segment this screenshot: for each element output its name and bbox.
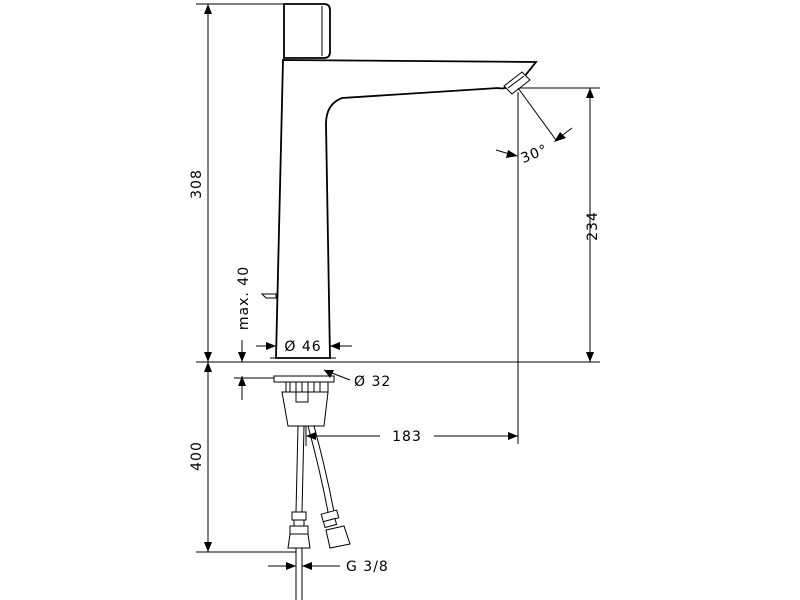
dimension-reach xyxy=(305,92,519,446)
dimension-spout-diameter xyxy=(256,342,352,350)
aerator xyxy=(503,71,531,95)
dimension-hose-length xyxy=(196,362,296,553)
dimension-thread xyxy=(268,562,340,570)
label-spout-height: 234 xyxy=(585,211,601,241)
pop-up-rod xyxy=(260,293,277,299)
mounting-assembly xyxy=(273,375,335,427)
faucet-spout xyxy=(275,59,538,359)
label-hole-diameter: Ø 32 xyxy=(354,374,391,390)
label-total-height: 308 xyxy=(189,169,205,199)
supply-hoses xyxy=(287,425,351,600)
faucet-body xyxy=(260,3,538,359)
dimension-hole-diameter xyxy=(323,369,351,381)
dimension-max-thickness xyxy=(234,340,274,400)
label-hose-length: 400 xyxy=(189,441,205,471)
faucet-handle xyxy=(283,3,331,59)
label-max-thickness: max. 40 xyxy=(236,266,252,330)
dimension-spout-height xyxy=(520,87,600,362)
label-angle: 30° xyxy=(519,142,551,167)
label-spout-diameter: Ø 46 xyxy=(284,339,321,355)
label-reach: 183 xyxy=(392,429,422,445)
dimension-angle xyxy=(495,87,573,158)
label-thread: G 3/8 xyxy=(346,559,389,575)
dimension-total-height xyxy=(204,4,212,362)
